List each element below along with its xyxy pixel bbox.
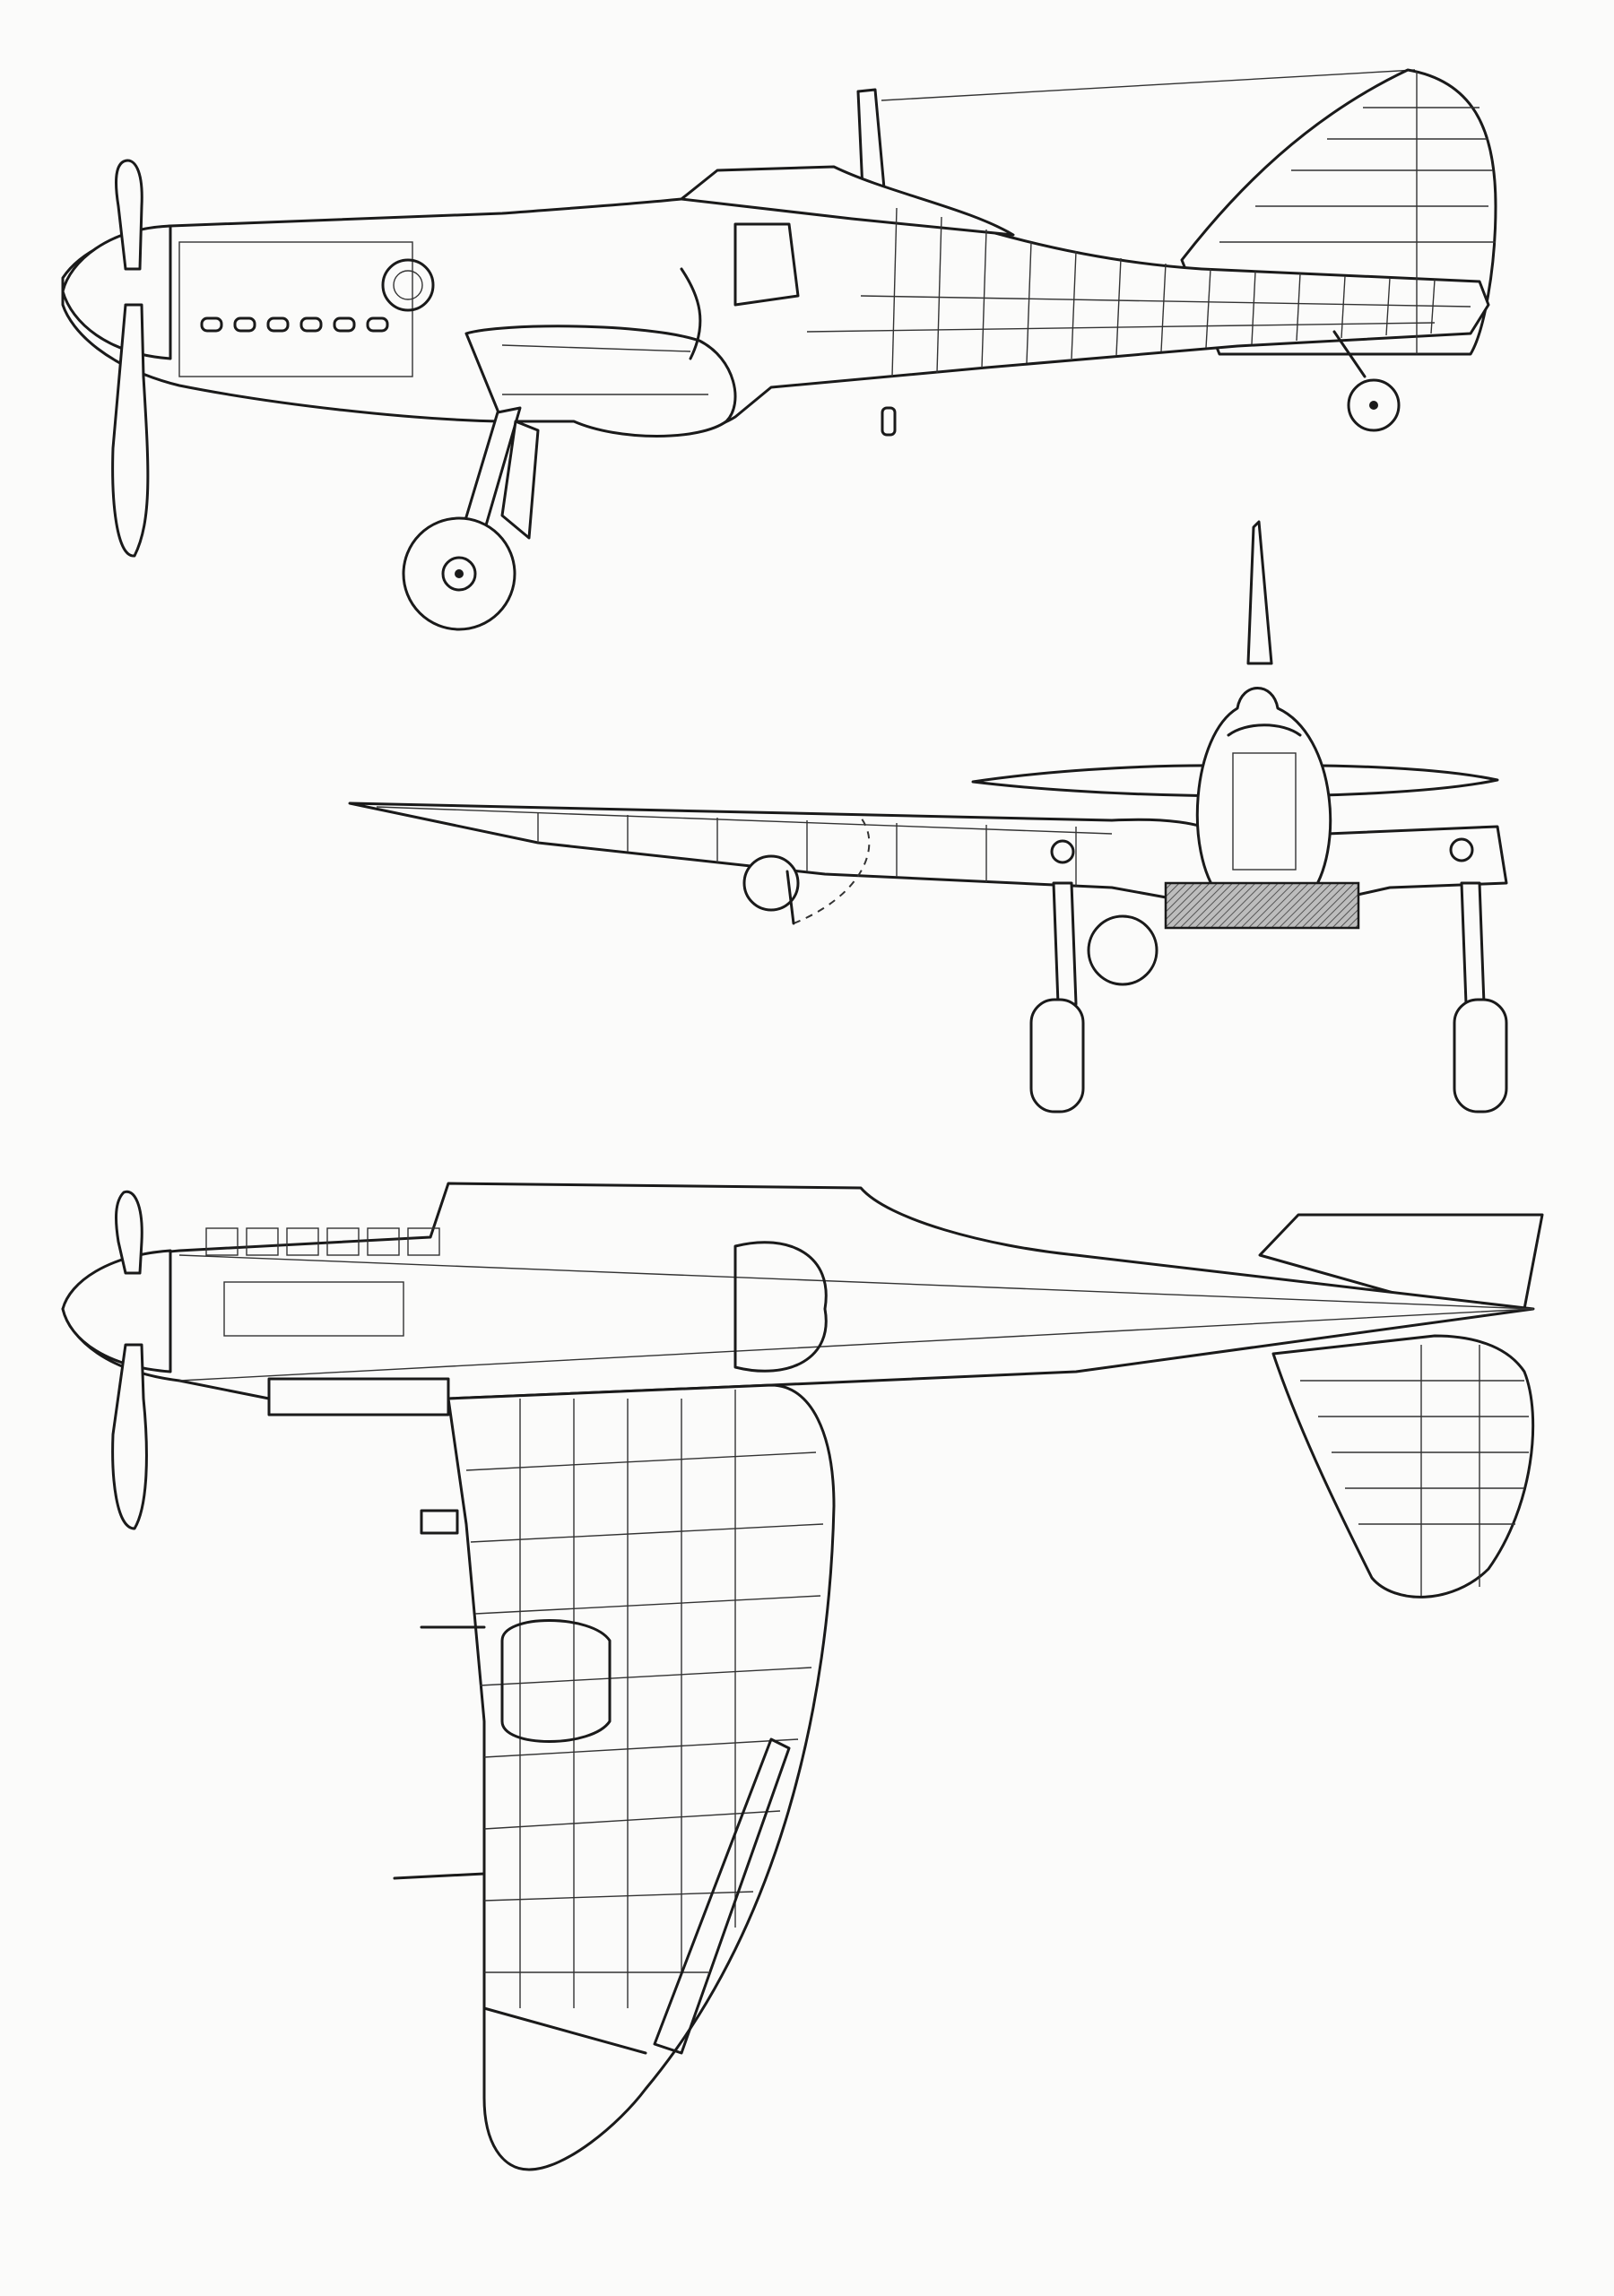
supercharger [381,258,435,312]
fuselage-centerline-structure [178,1254,1534,1382]
gear-leg-left [1052,881,1078,1006]
spinner-plan [61,1249,172,1373]
radiator-front [1164,881,1360,930]
wing-plan-ribs [465,1390,824,2008]
plan-view [61,1182,1544,2171]
gun-fairing [420,1509,459,1535]
antenna-wire [881,69,1416,101]
tailplane-ribs [1300,1345,1529,1596]
radiator-scoop [464,325,737,438]
canopy-plan [733,1241,828,1373]
propeller-plan-lower [111,1343,148,1530]
main-gear-door [500,420,540,540]
fuselage-front [1195,687,1332,898]
side-view [61,68,1497,631]
front-view [348,520,1508,1113]
canopy-front [1227,723,1302,737]
wing-tip-line [482,2006,647,2055]
wing-plan [447,1383,836,2171]
gear-wheel-left [1029,998,1085,1113]
fin-front [1246,520,1273,665]
wing-front-ribs [376,806,1113,886]
pilot-seat [733,222,800,307]
engine-exhaust-ports [200,316,389,333]
spinner [61,224,172,360]
engine-cylinders-plan [205,1227,440,1337]
cockpit-front-detail [1232,752,1297,871]
radiator-detail [501,344,708,395]
propeller-arc [793,817,871,924]
drop-tank-right [1087,914,1158,986]
gear-leg-right [1460,881,1486,1006]
wing-fuel-tank [500,1619,612,1743]
drop-tank-left [742,854,800,912]
propeller-blade-lower [111,303,150,558]
tailplane-lower [1271,1334,1535,1599]
aileron [653,1737,791,2055]
exhaust-fairing [267,1377,450,1417]
canopy [680,165,1015,237]
propeller-blade-upper [115,159,143,271]
fuselage-frames [806,207,1471,377]
gear-wheel-right [1453,998,1508,1113]
pitot-tube [393,1872,486,1880]
propeller-plan-upper [115,1190,143,1275]
fuselage-side [61,167,1490,437]
antenna-mast [856,88,886,192]
fin-ribs [1219,72,1496,354]
control-stick [680,267,702,360]
tail-wheel-strut [1332,330,1367,378]
ventral-fitting [881,406,897,437]
